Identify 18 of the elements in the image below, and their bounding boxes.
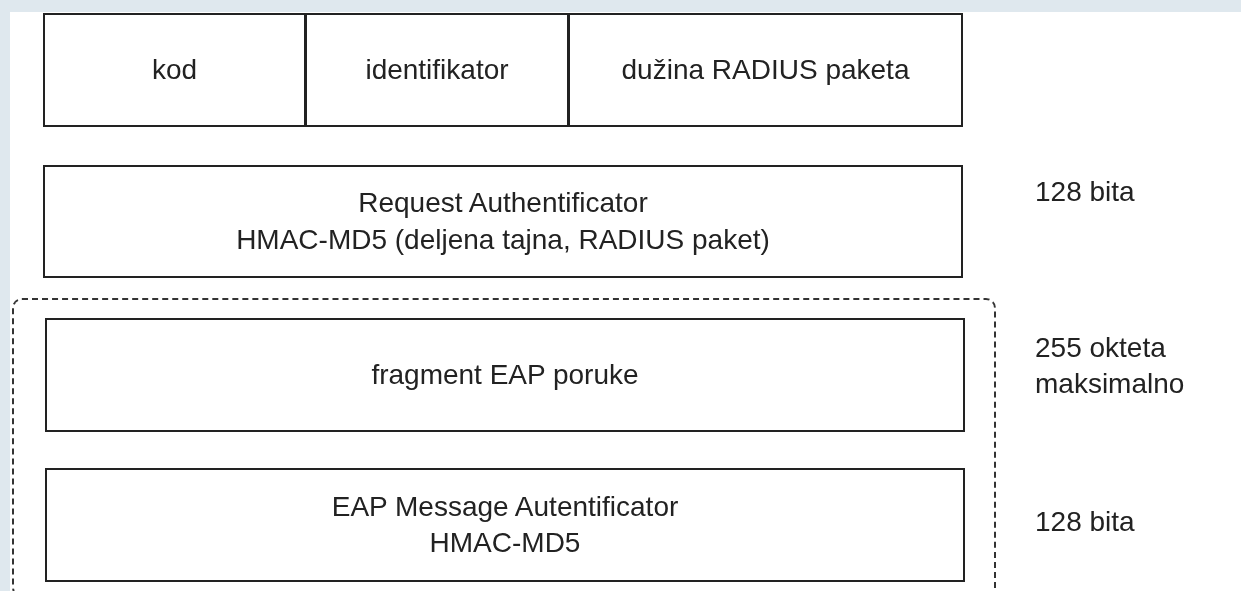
field-label: dužina RADIUS paketa: [621, 52, 910, 87]
field-box: [305, 13, 569, 127]
field-box: [43, 13, 306, 127]
field-label: Request Authentificator: [358, 186, 648, 221]
field-label: identifikator: [365, 52, 509, 87]
field-box: [568, 13, 963, 127]
field-box: [45, 468, 965, 582]
field-label: kod: [151, 52, 198, 87]
dashed-group-outline: [12, 298, 996, 591]
field-label: fragment EAP poruke: [371, 357, 639, 392]
field-box: [45, 318, 965, 432]
size-note: 128 bita: [1035, 175, 1136, 209]
field-label: HMAC-MD5 (deljena tajna, RADIUS paket): [236, 222, 770, 257]
size-note: 128 bita: [1035, 505, 1136, 539]
field-label: HMAC-MD5: [429, 526, 581, 560]
field-label: EAP Message Autentificator: [331, 489, 679, 524]
field-box: [43, 165, 963, 278]
size-note: 255 okteta maksimalno: [1035, 331, 1186, 402]
